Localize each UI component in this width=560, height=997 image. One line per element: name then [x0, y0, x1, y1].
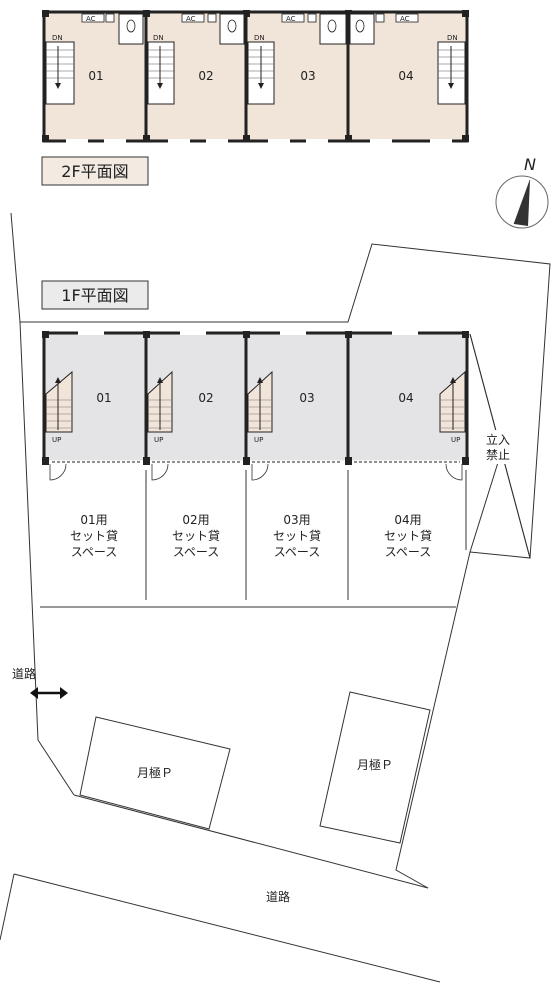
floor1-windows: [78, 331, 418, 335]
toilet-room: [349, 13, 375, 45]
toilet: [355, 19, 365, 33]
floor2-windows: [66, 139, 452, 143]
north-compass: N: [495, 155, 549, 229]
parking-space-03: 03用 セット貸 スペース: [273, 513, 321, 559]
floor2-posts: [42, 10, 469, 142]
parking-space-01: 01用 セット貸 スペース: [70, 513, 118, 559]
toilet-room: [319, 13, 347, 45]
stair-label: DN: [153, 34, 164, 42]
stair-label: DN: [447, 34, 458, 42]
unit-label: 01: [96, 391, 111, 405]
site-boundary-west: [10, 212, 75, 796]
compass-needle-dark: [514, 180, 530, 226]
no-entry-label: 立入 禁止: [483, 430, 513, 464]
svg-text:月極Ｐ: 月極Ｐ: [137, 765, 173, 780]
svg-text:セット貸: セット貸: [273, 528, 321, 543]
toilet: [227, 19, 237, 33]
air-conditioner: [181, 13, 205, 23]
svg-text:01用: 01用: [80, 513, 107, 527]
unit-label: 01: [88, 69, 103, 83]
air-conditioner: [81, 13, 105, 23]
ac-label: AC: [186, 15, 196, 23]
air-conditioner: [281, 13, 305, 23]
unit-label: 04: [398, 69, 413, 83]
ac-label: AC: [86, 15, 96, 23]
floor1-unit-02: UP 02: [147, 370, 214, 444]
road-west-label: 道路: [12, 666, 36, 681]
road-west: 道路: [12, 666, 68, 699]
svg-text:月極Ｐ: 月極Ｐ: [357, 757, 393, 772]
floor1-title-box: 1F平面図: [41, 280, 149, 310]
sink: [307, 13, 317, 23]
ac-label: AC: [286, 15, 296, 23]
unit-label: 02: [198, 69, 213, 83]
svg-text:スペース: スペース: [274, 545, 321, 559]
floor1-posts: [42, 331, 469, 465]
floor2-title: 2F平面図: [61, 162, 128, 181]
unit-label: 02: [198, 391, 213, 405]
floor2-title-box: 2F平面図: [41, 156, 149, 186]
monthly-parking-west: 月極Ｐ: [79, 716, 231, 830]
floor2-unit-04: DN AC 04: [349, 13, 466, 105]
unit-label: 03: [300, 69, 315, 83]
floor2-unit-01: DN AC 01: [45, 13, 144, 105]
ac-label: AC: [400, 15, 410, 23]
toilet-room: [219, 13, 245, 45]
parking-space-02: 02用 セット貸 スペース: [172, 513, 220, 559]
north-label: N: [524, 155, 536, 174]
floor1-doors: [49, 463, 463, 481]
floor1-unit-04: UP 04: [398, 370, 466, 444]
site-lines: [0, 212, 551, 983]
road-edge-south: [13, 873, 441, 983]
sink: [105, 13, 115, 23]
unit-label: 04: [398, 391, 413, 405]
monthly-parking-east: 月極Ｐ: [319, 691, 431, 844]
stair: [45, 370, 73, 433]
sink: [375, 13, 385, 23]
svg-text:04用: 04用: [394, 513, 421, 527]
stair-label: DN: [254, 34, 265, 42]
toilet-room: [118, 13, 144, 45]
stair-label: UP: [451, 436, 460, 444]
svg-text:02用: 02用: [182, 513, 209, 527]
svg-text:03用: 03用: [283, 513, 310, 527]
toilet: [327, 19, 337, 33]
stair-label: UP: [254, 436, 263, 444]
stair: [147, 41, 175, 105]
floor2-plan: DN AC 01 DN AC 02: [42, 10, 469, 143]
svg-text:セット貸: セット貸: [70, 528, 118, 543]
svg-text:立入: 立入: [486, 432, 510, 447]
svg-text:禁止: 禁止: [486, 448, 510, 462]
road-south-label: 道路: [266, 889, 290, 904]
road-edge-west: [0, 873, 15, 941]
floor2-unit-02: DN AC 02: [147, 13, 245, 105]
stair: [45, 41, 75, 105]
air-conditioner: [395, 13, 419, 23]
floor1-plan: UP 01 UP 02 UP 03: [42, 331, 469, 481]
floor1-unit-01: UP 01: [45, 370, 112, 444]
toilet: [126, 19, 136, 33]
svg-text:スペース: スペース: [173, 545, 220, 559]
site-boundary-north: [20, 243, 551, 559]
floor1-unit-03: UP 03: [247, 370, 315, 444]
svg-text:セット貸: セット貸: [172, 528, 220, 543]
stair-label: UP: [154, 436, 163, 444]
floor2-unit-03: DN AC 03: [247, 13, 347, 105]
site-boundary-south: [73, 794, 429, 889]
site-boundary-east: [395, 439, 506, 889]
parking-space-04: 04用 セット貸 スペース: [384, 513, 432, 559]
stair-label: DN: [52, 34, 63, 42]
stair-label: UP: [52, 436, 61, 444]
svg-text:スペース: スペース: [385, 545, 432, 559]
sink: [207, 13, 217, 23]
svg-text:セット貸: セット貸: [384, 528, 432, 543]
floor1-title: 1F平面図: [61, 286, 128, 305]
unit-label: 03: [299, 391, 314, 405]
svg-text:スペース: スペース: [71, 545, 118, 559]
